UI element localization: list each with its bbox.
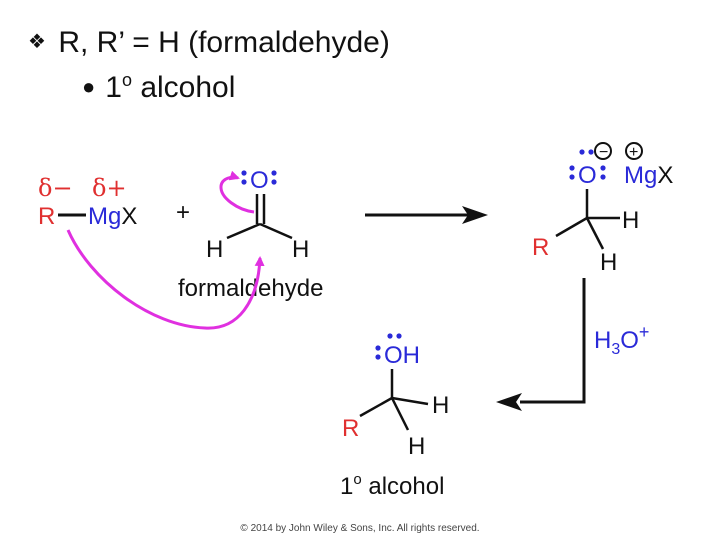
lone-pair-dot	[375, 354, 381, 360]
heading-text-1: R, R’ = H (formaldehyde)	[58, 26, 390, 59]
intermediate-mgx: MgX	[624, 162, 673, 189]
heading-line-1: ❖ R, R’ = H (formaldehyde)	[28, 26, 390, 60]
c-r-bond	[359, 396, 393, 418]
formaldehyde-h-right: H	[292, 236, 309, 263]
lone-pair-dot	[271, 179, 277, 185]
plus-charge-icon	[625, 142, 643, 160]
intermediate-h2: H	[600, 249, 617, 276]
product-r: R	[342, 415, 359, 442]
lone-pair-dot	[588, 149, 594, 155]
lone-pair-dot	[569, 174, 575, 180]
lone-pair-dot	[375, 345, 381, 351]
c-h-bond	[391, 396, 429, 406]
lone-pair-dot	[396, 333, 402, 339]
h3o-plus: H3O+	[594, 322, 649, 358]
c-r-bond	[555, 216, 588, 238]
arrowhead-icon	[496, 393, 522, 411]
lone-pair-dot	[241, 179, 247, 185]
intermediate-h1: H	[622, 207, 639, 234]
lone-pair-dot	[600, 165, 606, 171]
c-h-bond	[390, 397, 410, 431]
lone-pair-dot	[600, 174, 606, 180]
minus-charge-icon	[594, 142, 612, 160]
product-label: 1o alcohol	[340, 471, 444, 500]
delta-minus: δ−	[38, 174, 73, 202]
c-h-bond	[259, 222, 293, 240]
lone-pair-dot	[271, 170, 277, 176]
lone-pair-dot	[579, 149, 585, 155]
diamond-bullet-icon: ❖	[28, 31, 46, 53]
formaldehyde-h-left: H	[206, 236, 223, 263]
curved-arrow-icon	[66, 229, 265, 330]
c-h-bond	[226, 222, 261, 240]
lone-pair-dot	[387, 333, 393, 339]
workup-arrow	[520, 278, 586, 404]
lone-pair-dot	[569, 165, 575, 171]
product-h1: H	[432, 392, 449, 419]
intermediate-o: O	[578, 162, 597, 189]
curved-arrow-icon	[219, 170, 255, 214]
heading-text-2: alcohol	[132, 71, 236, 104]
minus-charge: −	[599, 144, 608, 161]
heading-line-2: ● 1o alcohol	[82, 70, 235, 105]
heading-number: 1	[105, 71, 122, 104]
delta-plus: δ+	[92, 174, 127, 202]
product-oh: OH	[384, 342, 420, 369]
formaldehyde-o: O	[250, 167, 269, 194]
plus-sign: +	[176, 199, 190, 226]
reagent-mgx: MgX	[88, 203, 137, 230]
product-h2: H	[408, 433, 425, 460]
dot-bullet-icon: ●	[82, 74, 96, 99]
reagent-r: R	[38, 203, 55, 230]
plus-charge: +	[629, 144, 638, 161]
heading-degree: o	[121, 70, 132, 90]
arrowhead-icon	[462, 206, 488, 224]
intermediate-r: R	[532, 234, 549, 261]
c-h-bond	[585, 217, 605, 250]
copyright-notice: © 2014 by John Wiley & Sons, Inc. All ri…	[240, 523, 480, 534]
lone-pair-dot	[241, 170, 247, 176]
